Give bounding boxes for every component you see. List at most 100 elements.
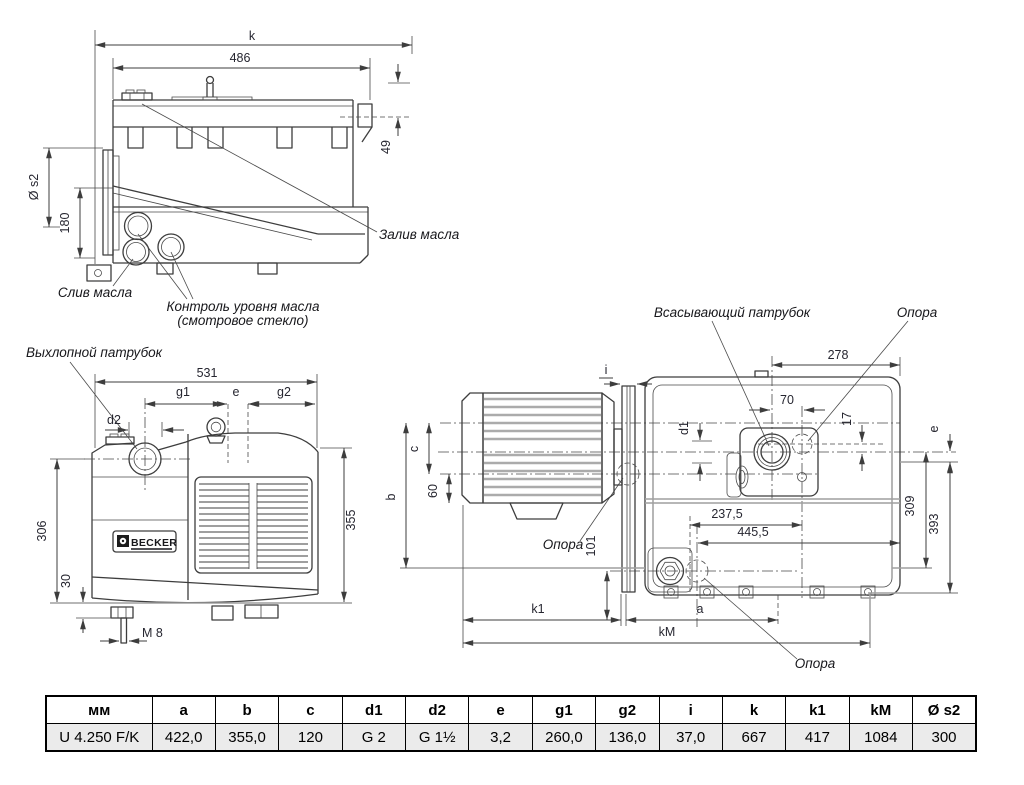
table-header-cell: e bbox=[468, 695, 533, 724]
dim-label-d1: d1 bbox=[677, 421, 691, 435]
table-header-cell: Ø s2 bbox=[912, 695, 977, 724]
suction-leader bbox=[711, 320, 770, 447]
support-label-top: Опора bbox=[897, 305, 938, 320]
dim-label-c: c bbox=[407, 446, 421, 452]
dim-label-306: 306 bbox=[35, 521, 49, 542]
support-label-bottom: Опора bbox=[795, 656, 836, 671]
table-value-cell: G 2 bbox=[341, 723, 407, 752]
top-view: Всасывающий патрубок Опора Опора Опора bbox=[384, 305, 958, 671]
becker-logo: BECKER bbox=[112, 530, 177, 553]
support-label-left: Опора bbox=[543, 537, 584, 552]
oil-level-label-line2: (смотровое стекло) bbox=[177, 313, 308, 328]
table-header-cell: c bbox=[278, 695, 343, 724]
table-header-cell: i bbox=[658, 695, 723, 724]
oil-fill-cap bbox=[121, 92, 153, 101]
motor-terminal-box bbox=[509, 502, 564, 520]
dim-label-e-front: e bbox=[233, 385, 240, 399]
table-value-cell: 422,0 bbox=[151, 723, 216, 752]
table-header-cell: kM bbox=[848, 695, 914, 724]
pump-body-top bbox=[644, 370, 901, 599]
dim-label-278: 278 bbox=[828, 348, 849, 362]
becker-logo-text: BECKER bbox=[131, 537, 177, 549]
table-value-cell: U 4.250 F/K bbox=[45, 723, 153, 752]
table-value-cell: 120 bbox=[278, 723, 343, 752]
table-header-cell: d1 bbox=[341, 695, 407, 724]
exhaust-port-leader bbox=[69, 361, 138, 450]
table-value-cell: 136,0 bbox=[595, 723, 660, 752]
table-header-cell: d2 bbox=[404, 695, 470, 724]
fixing-points bbox=[663, 585, 876, 599]
dim-label-70: 70 bbox=[780, 393, 794, 407]
hex-bolt bbox=[647, 547, 693, 593]
dim-label-i: i bbox=[605, 363, 608, 377]
table-header-row: мм a b c d1 d2 e g1 g2 i k k1 kM Ø s2 bbox=[45, 695, 977, 724]
table-header-cell: b bbox=[214, 695, 280, 724]
dim-label-393: 393 bbox=[927, 514, 941, 535]
dim-label-e-top: e bbox=[927, 425, 941, 432]
dim-label-17: 17 bbox=[840, 412, 854, 426]
support-leader-bottom bbox=[703, 577, 798, 660]
oil-fill-leader bbox=[141, 103, 378, 233]
table-value-cell: 37,0 bbox=[658, 723, 723, 752]
dim-label-30: 30 bbox=[59, 574, 73, 588]
lifting-eye-bolt bbox=[206, 417, 226, 444]
breather-valve bbox=[202, 75, 218, 101]
dimension-table: мм a b c d1 d2 e g1 g2 i k k1 kM Ø s2 U … bbox=[45, 695, 977, 752]
side-foot bbox=[86, 264, 112, 282]
dim-label-b: b bbox=[384, 493, 398, 500]
dim-label-486: 486 bbox=[230, 51, 251, 65]
oil-drain-leader bbox=[112, 258, 134, 287]
m8-stud bbox=[120, 617, 128, 644]
table-header-cell: a bbox=[151, 695, 216, 724]
cooling-grill bbox=[194, 476, 313, 574]
motor bbox=[461, 392, 623, 520]
oil-level-sight-glass bbox=[123, 211, 185, 261]
oil-level-label-line1: Контроль уровня масла bbox=[166, 299, 320, 314]
side-view: k 486 bbox=[27, 29, 460, 328]
table-value-cell: 3,2 bbox=[468, 723, 533, 752]
table-value-cell: 355,0 bbox=[214, 723, 280, 752]
dim-label-g1: g1 bbox=[176, 385, 190, 399]
dim-label-101: 101 bbox=[584, 536, 598, 557]
table-value-cell: 260,0 bbox=[531, 723, 597, 752]
dim-label-k: k bbox=[249, 29, 256, 43]
dim-label-531: 531 bbox=[197, 366, 218, 380]
oil-fill-label: Залив масла bbox=[379, 227, 460, 242]
table-value-cell: 667 bbox=[721, 723, 787, 752]
dim-label-309: 309 bbox=[903, 496, 917, 517]
table-header-cell: k bbox=[721, 695, 787, 724]
suction-port bbox=[726, 427, 819, 498]
pump-dimension-drawing: k 486 bbox=[26, 29, 958, 671]
dim-label-445-5: 445,5 bbox=[737, 525, 768, 539]
dim-label-d2: d2 bbox=[107, 413, 121, 427]
support-leader-top bbox=[807, 320, 909, 442]
exhaust-port bbox=[84, 442, 192, 476]
support-leader-left bbox=[579, 477, 624, 542]
oil-level-leader-1 bbox=[137, 233, 188, 300]
dim-label-60: 60 bbox=[426, 484, 440, 498]
exhaust-port-label: Выхлопной патрубок bbox=[26, 345, 163, 360]
table-header-cell: g2 bbox=[595, 695, 660, 724]
support-circle-bottom bbox=[685, 559, 709, 583]
side-flange bbox=[102, 149, 120, 256]
dim-label-355: 355 bbox=[344, 510, 358, 531]
coupling-flange bbox=[616, 385, 640, 593]
table-value-cell: 300 bbox=[912, 723, 977, 752]
dim-label-s2: Ø s2 bbox=[27, 174, 41, 200]
dim-label-237-5: 237,5 bbox=[711, 507, 742, 521]
oil-drain-label: Слив масла bbox=[58, 285, 133, 300]
dim-label-180: 180 bbox=[58, 213, 72, 234]
dim-label-m8: M 8 bbox=[142, 626, 163, 640]
table-value-cell: 1084 bbox=[848, 723, 914, 752]
table-value-cell: G 1½ bbox=[404, 723, 470, 752]
mounting-feet bbox=[110, 604, 279, 644]
oil-drain-port bbox=[122, 238, 150, 266]
dim-label-k1: k1 bbox=[531, 602, 544, 616]
dim-label-a: a bbox=[697, 602, 704, 616]
support-circle-top bbox=[791, 433, 813, 455]
table-value-row: U 4.250 F/K 422,0 355,0 120 G 2 G 1½ 3,2… bbox=[45, 723, 977, 752]
dim-label-g2: g2 bbox=[277, 385, 291, 399]
table-value-cell: 417 bbox=[785, 723, 850, 752]
table-header-cell: k1 bbox=[785, 695, 850, 724]
